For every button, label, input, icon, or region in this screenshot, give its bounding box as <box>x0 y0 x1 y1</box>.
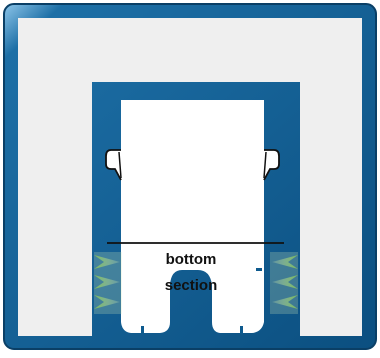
white-body <box>121 100 264 333</box>
right-chevrons <box>256 252 298 314</box>
left-chevrons <box>94 252 122 314</box>
right-handle-line <box>263 151 267 179</box>
right-handle <box>263 149 280 181</box>
left-handle <box>105 149 122 181</box>
foot-notch-right <box>240 326 243 334</box>
label-bottom: bottom <box>165 251 217 268</box>
left-handle-line <box>118 151 122 179</box>
gray-interior <box>18 18 362 336</box>
label-section: section <box>164 277 218 294</box>
foot-notch-left <box>141 326 144 334</box>
